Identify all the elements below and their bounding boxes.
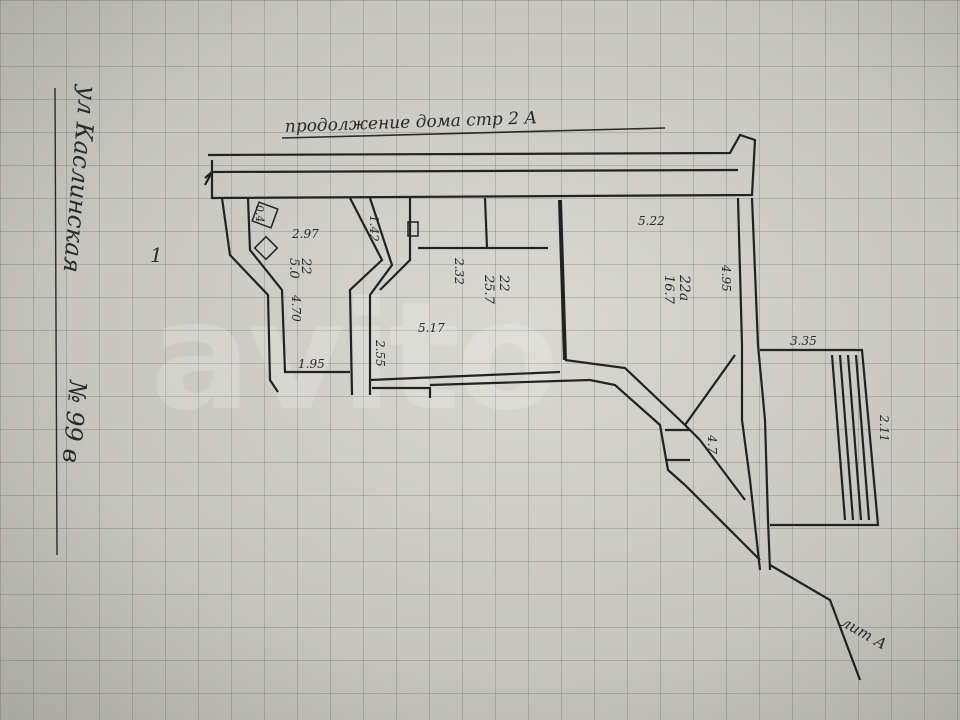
header-underline [281, 127, 666, 139]
room-2-width: 2.32 [452, 257, 466, 285]
dim-2-11: 2.11 [877, 414, 891, 442]
dim-1-42: 1.42 [367, 215, 381, 242]
bottom-mark: лит А [838, 613, 890, 653]
chimney-symbol [251, 201, 279, 229]
street-caption: ул Каслинская [58, 83, 102, 273]
room-3-area: 16.7 [661, 275, 676, 305]
side-mark: 1 [150, 243, 163, 267]
dim-2-55: 2.55 [373, 339, 387, 367]
dim-5-17: 5.17 [418, 321, 445, 335]
room-1-number: 22 [298, 257, 313, 275]
building-walls [204, 133, 880, 681]
dim-3-35: 3.35 [790, 334, 817, 348]
room-3-height: 4.95 [719, 264, 733, 292]
room-1-width: 2.97 [291, 227, 319, 241]
room-1-height: 4.70 [289, 294, 303, 322]
dim-1-95: 1.95 [298, 357, 325, 371]
dim-0-4: 0.4 [253, 205, 266, 223]
room-3-width: 5.22 [638, 214, 665, 228]
room-2-number: 22 [496, 274, 511, 292]
vent-symbol [407, 221, 419, 237]
room-3-number: 22а [676, 274, 692, 301]
caption-line [54, 87, 58, 556]
room-2-area: 25.7 [481, 274, 496, 305]
watermark: avito [150, 270, 559, 444]
dim-4-7: 4.7 [705, 434, 719, 454]
stove-symbol [253, 235, 279, 261]
room-1-area: 5.0 [286, 258, 301, 279]
house-number: № 99 в [57, 378, 92, 464]
